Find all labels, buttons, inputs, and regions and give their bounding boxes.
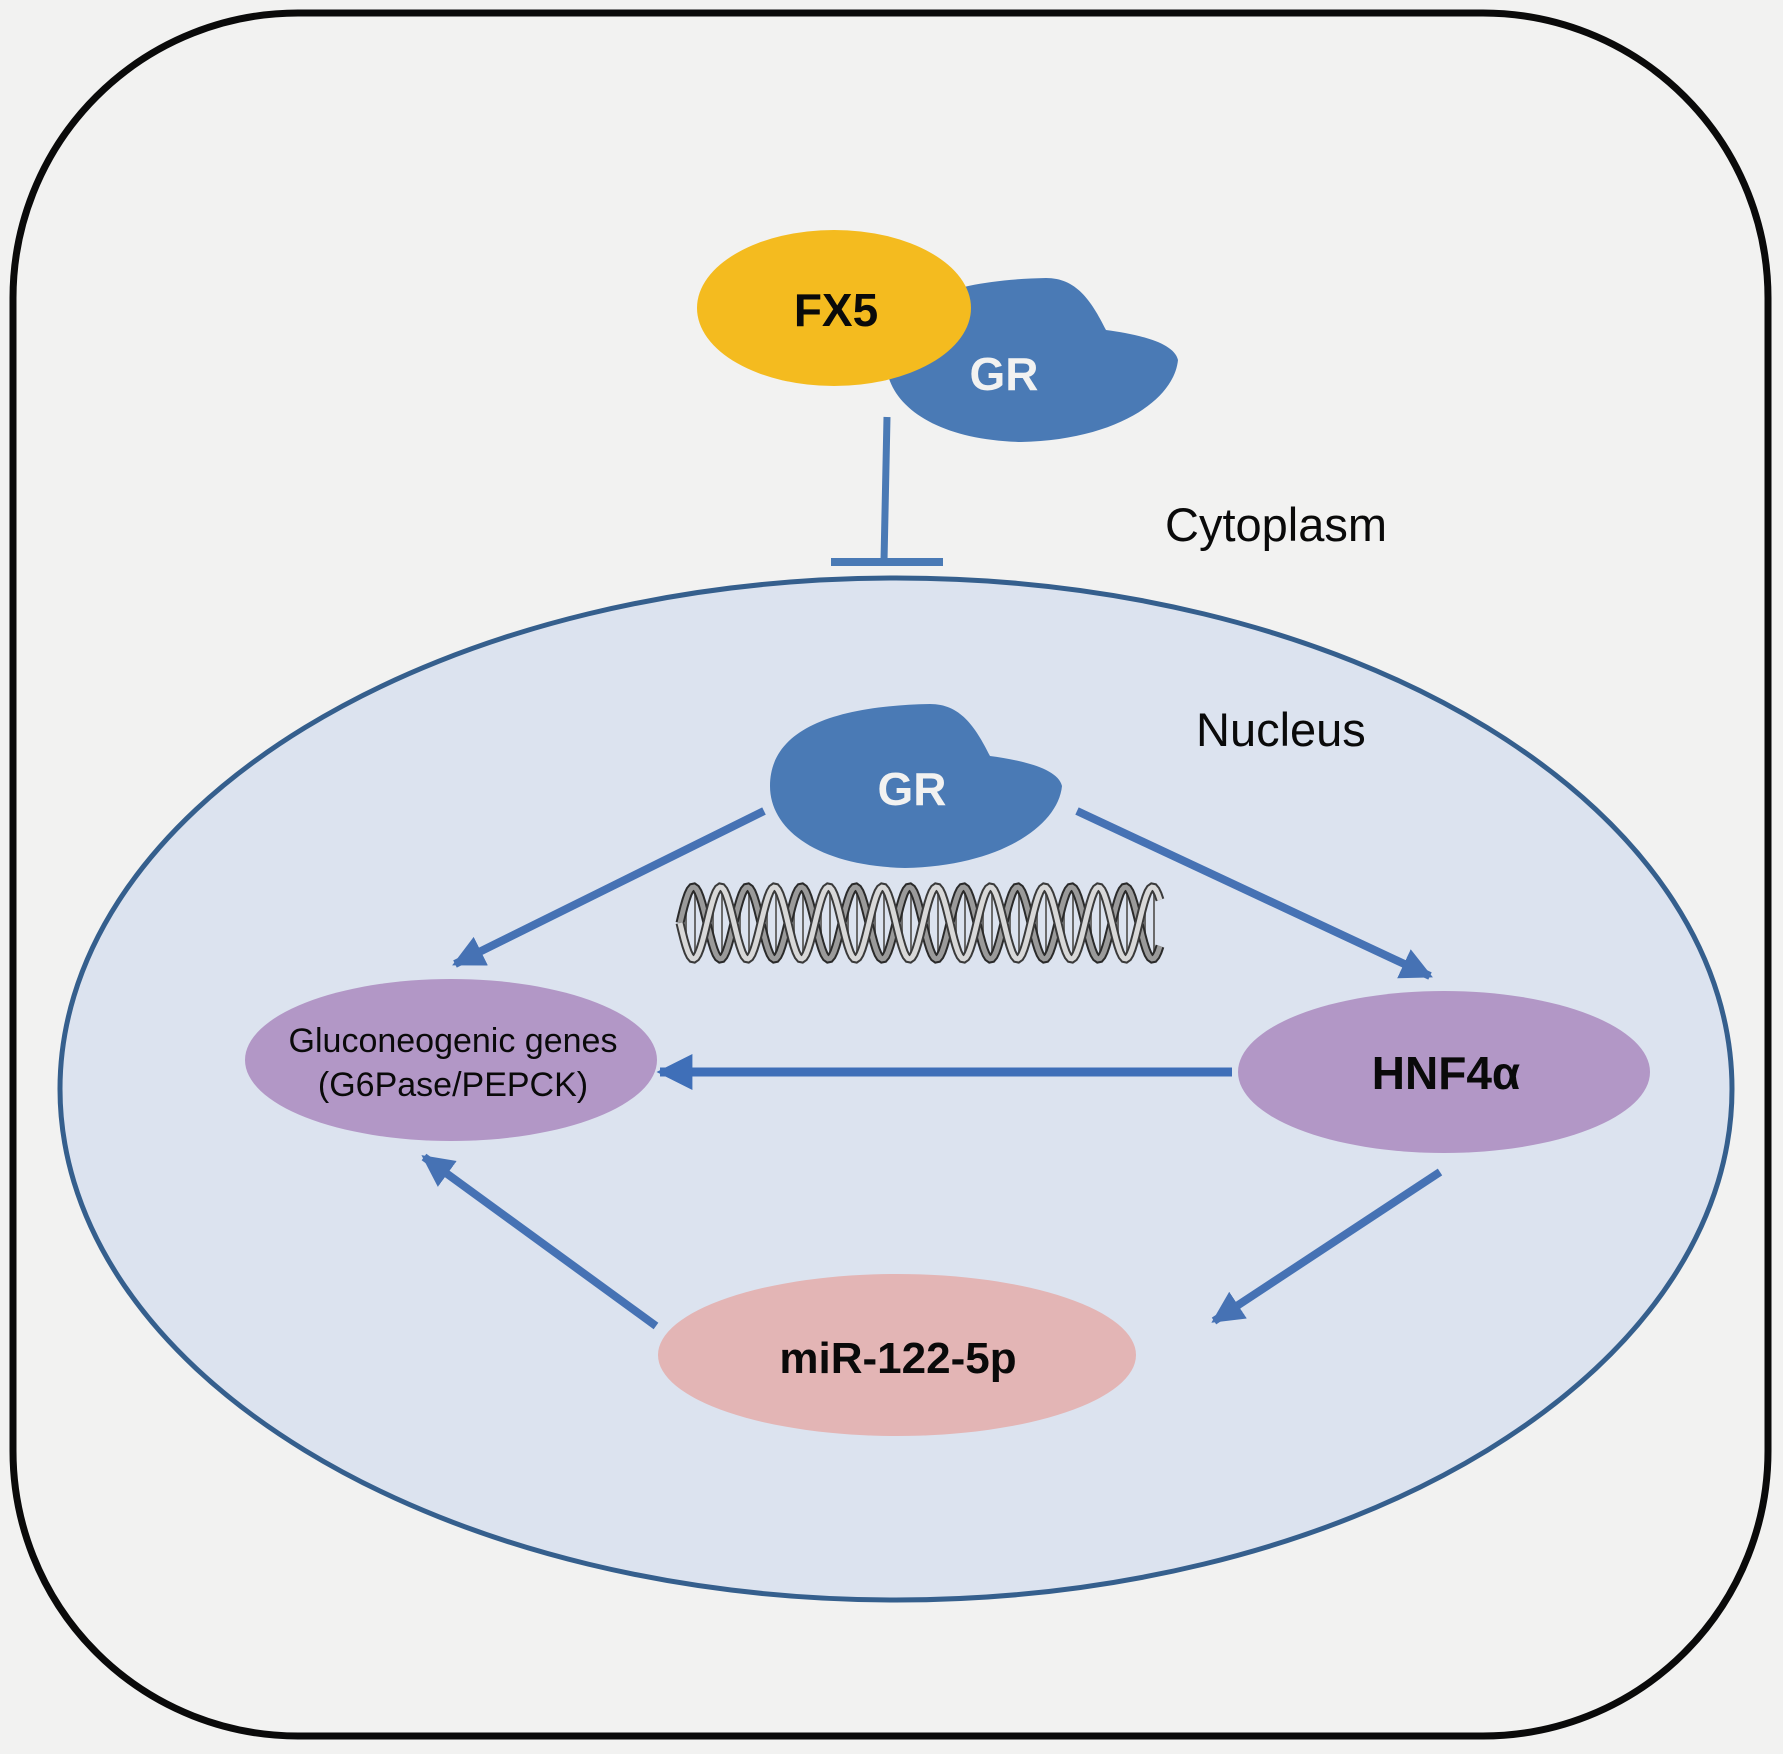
mir-label: miR-122-5p: [779, 1334, 1016, 1383]
nucleus-envelope: [57, 575, 1735, 1603]
arrow-hnf4a-to-mir: [1211, 1168, 1443, 1325]
cytoplasm-label: Cytoplasm: [1165, 498, 1387, 551]
gluconeogenic-label-line2: (G6Pase/PEPCK): [318, 1066, 588, 1104]
arrow-gr-to-hnf4a: [1075, 807, 1433, 980]
inhibition-edge: [831, 416, 943, 566]
nucleus-label: Nucleus: [1196, 703, 1366, 756]
arrow-mir-to-gluconeogenic: [421, 1153, 659, 1330]
gr-cytoplasm-label: GR: [970, 348, 1039, 400]
hnf4a-label: HNF4α: [1372, 1047, 1520, 1099]
arrow-gr-to-gluconeogenic: [452, 807, 766, 968]
hnf4a-node: HNF4α: [1238, 991, 1650, 1153]
fx5-gr-complex: FX5 GR: [697, 230, 1178, 442]
mir-122-5p-node: miR-122-5p: [658, 1274, 1136, 1436]
dna-helix-icon: [675, 882, 1165, 964]
gr-nucleus-label: GR: [878, 763, 947, 815]
fx5-node: [697, 230, 971, 386]
gluconeogenic-genes-node: Gluconeogenic genes (G6Pase/PEPCK): [245, 979, 657, 1141]
gluconeogenic-label-line1: Gluconeogenic genes: [289, 1022, 618, 1060]
fx5-label: FX5: [794, 284, 878, 336]
dna-strand: [677, 884, 1163, 962]
gr-nucleus-node: GR: [770, 704, 1062, 868]
